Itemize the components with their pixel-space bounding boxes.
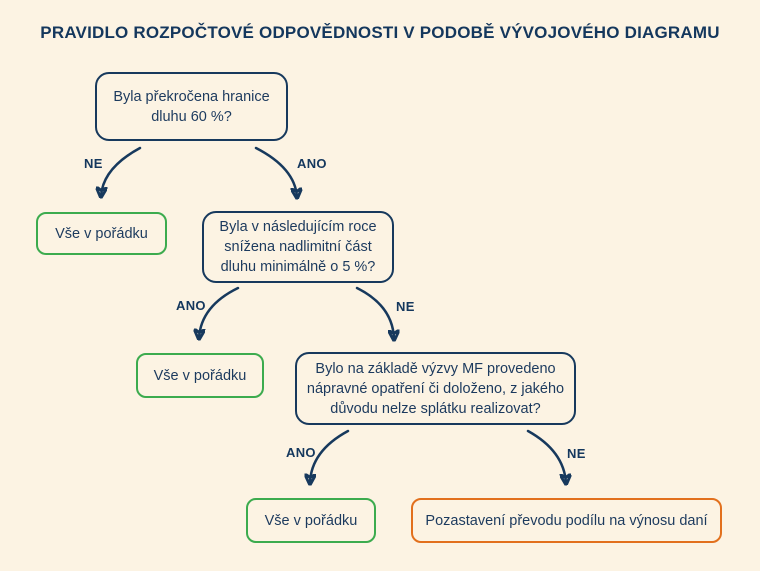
question-text-line: snížena nadlimitní část	[224, 239, 372, 255]
question-text-line: důvodu nelze splátku realizovat?	[330, 400, 541, 417]
outcome-box-ok-2: Vše v pořádku	[136, 353, 264, 398]
question-box-debt-reduction: Byla v následujícím roce snížena nadlimi…	[202, 211, 394, 283]
outcome-box-ok-1: Vše v pořádku	[36, 212, 167, 255]
question-text-line: Byla překročena hranice	[113, 88, 270, 105]
arrow-q1-ne	[101, 146, 142, 196]
diagram-title: PRAVIDLO ROZPOČTOVÉ ODPOVĚDNOSTI V PODOB…	[40, 23, 720, 42]
edge-label-q3-ne: NE	[567, 446, 586, 461]
outcome-box-sanction: Pozastavení převodu podílu na výnosu dan…	[411, 498, 722, 543]
arrow-q3-ne	[526, 429, 566, 483]
arrow-q2-ano	[199, 286, 240, 338]
question-text-line: dluhu minimálně o 5 %?	[220, 259, 376, 275]
edge-label-q3-ano: ANO	[286, 445, 316, 460]
arrow-q2-ne	[355, 286, 394, 339]
question-box-debt-limit: Byla překročena hranice dluhu 60 %?	[95, 72, 288, 141]
question-text-line: nápravné opatření či doloženo, z jakého	[306, 380, 565, 397]
edge-label-q1-ne: NE	[84, 156, 103, 171]
outcome-box-ok-3: Vše v pořádku	[246, 498, 376, 543]
edge-label-q2-ano: ANO	[176, 298, 206, 313]
question-text-line: Byla v následujícím roce	[219, 219, 377, 235]
question-text-line: dluhu 60 %?	[151, 108, 232, 125]
question-box-mf-measure: Bylo na základě výzvy MF provedeno nápra…	[295, 352, 576, 425]
question-text-line: Bylo na základě výzvy MF provedeno	[315, 360, 556, 377]
edge-label-q2-ne: NE	[396, 299, 415, 314]
arrow-q1-ano	[254, 146, 297, 197]
edge-label-q1-ano: ANO	[297, 156, 327, 171]
